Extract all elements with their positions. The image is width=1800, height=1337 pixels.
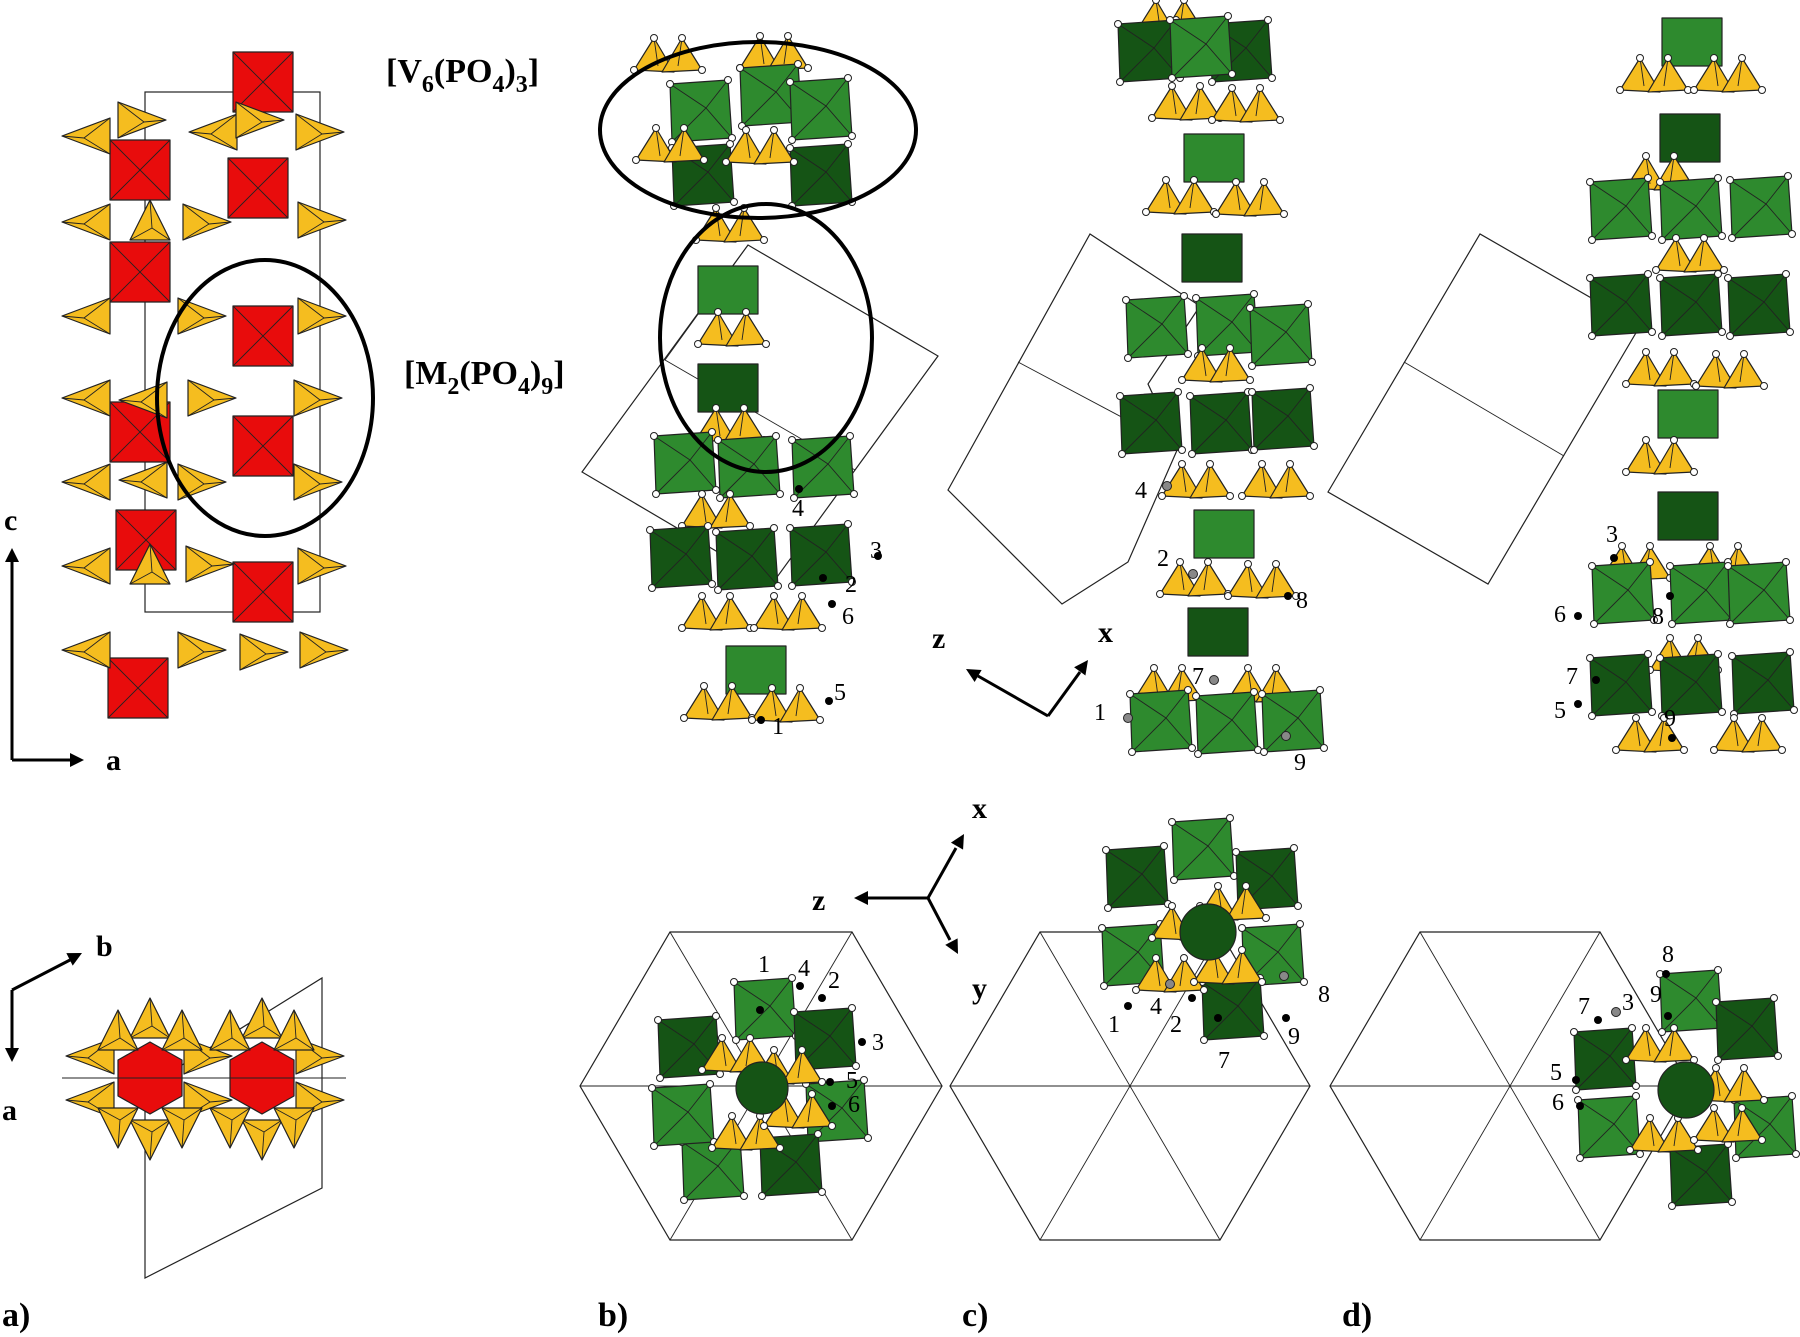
axes-b-end: x z y [812,792,987,1005]
b-end-label-2: 2 [828,968,840,994]
axis-label-z: z [932,622,945,655]
c-side-label-1: 1 [1094,700,1106,726]
axis-label-b: b [96,930,113,963]
c-side-label-9: 9 [1294,750,1306,776]
c-end-label-8: 8 [1318,982,1330,1008]
panel-label-a: a) [2,1297,30,1334]
panel-b-side-view: 1 2 3 4 5 6 [581,31,939,740]
d-side-label-7: 7 [1566,664,1578,690]
d-end-label-9: 9 [1650,982,1662,1008]
formula-m2-po4-9: [M2(PO4)9] [404,355,565,400]
b-side-label-5: 5 [834,680,846,706]
c-end-label-9: 9 [1288,1024,1300,1050]
axes-b-side: z x [932,616,1113,718]
panel-a-side-view [61,51,375,719]
axis-label-a-bottom: a [2,1094,17,1127]
d-side-label-3: 3 [1606,522,1618,548]
axis-label-x-end: x [972,792,987,825]
c-end-label-7: 7 [1218,1048,1230,1074]
axes-a-top: c a [4,504,121,777]
c-end-label-2: 2 [1170,1012,1182,1038]
d-end-label-7: 7 [1578,994,1590,1020]
c-side-label-8: 8 [1296,588,1308,614]
b-end-label-5: 5 [846,1068,858,1094]
b-side-label-2: 2 [845,572,857,598]
panel-a-end-view [62,976,346,1279]
d-end-label-3: 3 [1622,990,1634,1016]
axis-label-x: x [1098,616,1113,649]
panel-label-b: b) [598,1297,628,1334]
b-side-label-1: 1 [772,714,784,740]
panel-label-d: d) [1342,1297,1372,1334]
b-side-label-4: 4 [792,496,804,522]
c-end-label-1: 1 [1108,1012,1120,1038]
d-side-label-8: 8 [1652,604,1664,630]
b-side-label-3: 3 [870,538,882,564]
axis-label-a: a [106,744,121,777]
d-end-label-5: 5 [1550,1060,1562,1086]
c-side-label-2: 2 [1157,546,1169,572]
c-side-label-7: 7 [1192,664,1204,690]
d-end-label-6: 6 [1552,1090,1564,1116]
d-side-label-5: 5 [1554,698,1566,724]
d-end-label-8: 8 [1662,942,1674,968]
b-side-label-6: 6 [842,604,854,630]
axes-a-bottom: b a [2,930,113,1127]
panel-c-end-view: 1 2 4 7 8 9 [949,813,1330,1241]
panel-c-side-view: 1 2 4 7 8 9 [947,0,1329,776]
b-end-label-3: 3 [872,1030,884,1056]
b-end-label-6: 6 [848,1092,860,1118]
d-side-label-9: 9 [1664,706,1676,732]
c-end-label-4: 4 [1150,994,1162,1020]
d-side-label-6: 6 [1554,602,1566,628]
formula-v6-po4-3: [V6(PO4)3] [386,53,539,98]
axis-label-y-end: y [972,972,987,1005]
b-end-label-4: 4 [798,956,810,982]
b-end-label-1: 1 [758,952,770,978]
axis-label-c: c [4,504,17,537]
panel-b-end-view: 1 2 3 4 5 6 [579,931,943,1241]
panel-d-end-view: 3 5 6 7 8 9 [1329,931,1800,1241]
panel-d-side-view: 3 5 6 7 8 9 [1327,17,1799,755]
panel-label-c: c) [962,1297,988,1334]
axis-label-z-end: z [812,884,825,917]
c-side-label-4: 4 [1135,478,1147,504]
